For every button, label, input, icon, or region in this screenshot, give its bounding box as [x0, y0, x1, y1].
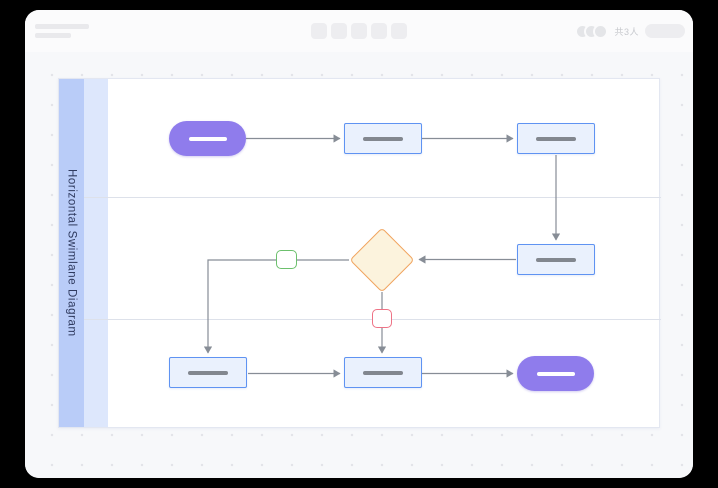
text-placeholder	[188, 370, 228, 375]
logo-skeleton	[35, 24, 89, 38]
collaboration-group: 共3人	[575, 10, 685, 52]
lane-divider-1	[84, 197, 661, 198]
logo-bar-1	[35, 24, 89, 29]
node-process-3[interactable]	[517, 244, 595, 275]
swimlane-title-bar[interactable]: Horizontal Swimlane Diagram	[59, 79, 84, 427]
node-start-terminator[interactable]	[169, 121, 246, 156]
app-window: 共3人 Horizontal Swimlane Diagram	[25, 10, 693, 478]
edge-decision-to-process4[interactable]	[203, 259, 349, 354]
connector-layer	[203, 134, 561, 378]
node-process-1[interactable]	[344, 123, 422, 154]
avatar[interactable]	[593, 23, 609, 39]
node-process-2[interactable]	[517, 123, 595, 154]
toolbar-button-5[interactable]	[391, 23, 407, 39]
swimlane-title: Horizontal Swimlane Diagram	[65, 169, 78, 337]
toolbar-button-2[interactable]	[331, 23, 347, 39]
toolbar-button-3[interactable]	[351, 23, 367, 39]
diagram-canvas[interactable]: Horizontal Swimlane Diagram	[25, 52, 693, 478]
logo-bar-2	[35, 33, 71, 38]
swimlane-sheet[interactable]: Horizontal Swimlane Diagram	[58, 78, 661, 428]
toolbar-button-4[interactable]	[371, 23, 387, 39]
text-placeholder	[536, 257, 576, 262]
lane-header-column[interactable]	[84, 79, 108, 427]
text-placeholder	[536, 136, 576, 141]
text-placeholder	[536, 371, 575, 376]
toolbar-button-group	[311, 23, 407, 39]
text-placeholder	[188, 136, 227, 141]
edge-label-red[interactable]	[372, 309, 392, 328]
edge-label-green[interactable]	[276, 250, 297, 269]
node-process-4[interactable]	[169, 357, 247, 388]
text-placeholder	[363, 136, 403, 141]
top-toolbar: 共3人	[25, 10, 693, 52]
share-button[interactable]	[645, 24, 685, 38]
node-end-terminator[interactable]	[517, 356, 594, 391]
text-placeholder	[363, 370, 403, 375]
people-count-label: 共3人	[614, 26, 639, 37]
toolbar-button-1[interactable]	[311, 23, 327, 39]
node-process-5[interactable]	[344, 357, 422, 388]
avatar-stack	[575, 23, 609, 39]
